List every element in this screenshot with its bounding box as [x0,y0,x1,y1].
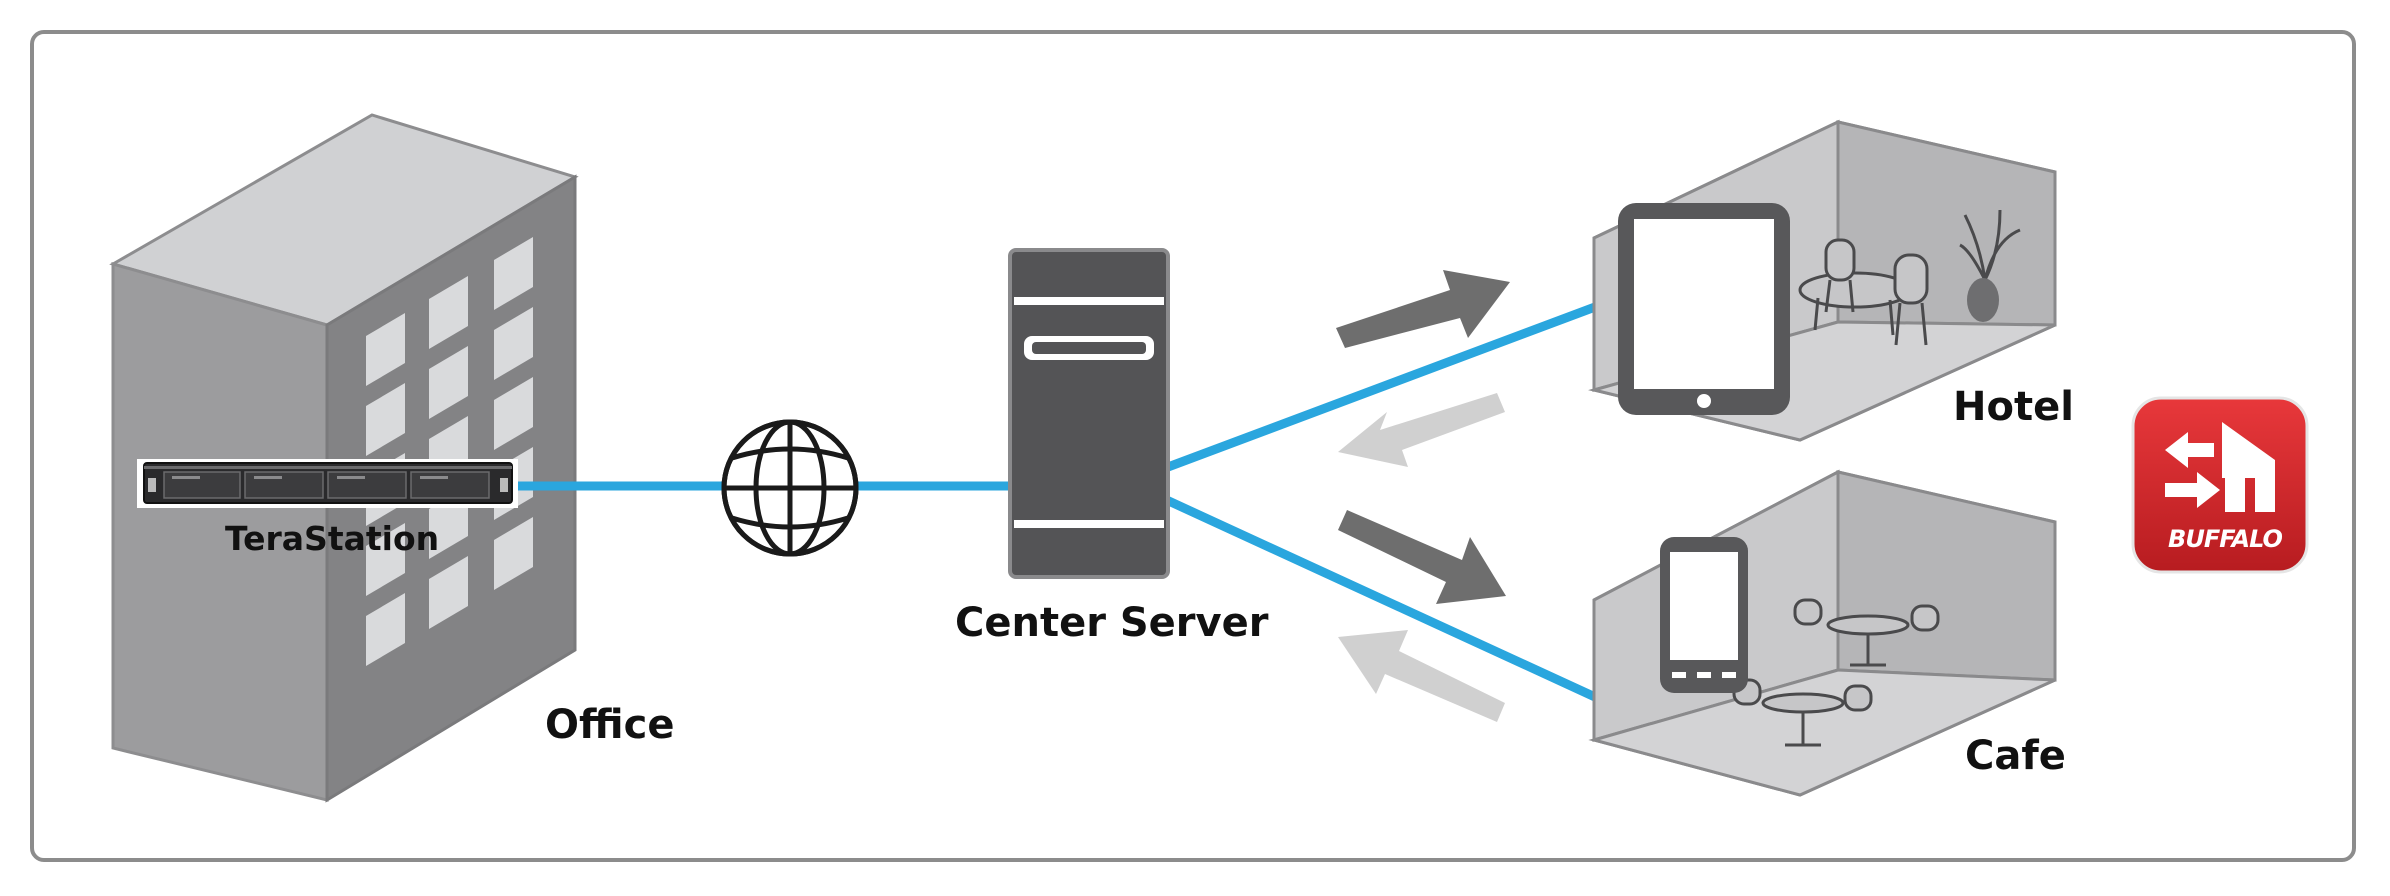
download-arrow-bottom [1338,630,1505,722]
smartphone-icon [1660,537,1748,693]
buffalo-logo-text: BUFFALO [2168,525,2283,553]
download-arrow-top [1338,393,1505,467]
upload-arrow-bottom [1338,510,1506,604]
center-server-label: Center Server [955,600,1269,646]
hotel-label: Hotel [1953,384,2074,430]
terastation-label: TeraStation [225,519,440,558]
globe-icon [721,419,859,557]
server-tower-icon [1008,248,1170,579]
buffalo-logo [2131,396,2309,574]
nas-device-icon [137,459,518,508]
office-label: Office [545,702,675,748]
cafe-label: Cafe [1965,733,2066,779]
office-building-icon [109,113,579,803]
tablet-icon [1618,203,1790,415]
upload-arrow-top [1336,270,1510,348]
